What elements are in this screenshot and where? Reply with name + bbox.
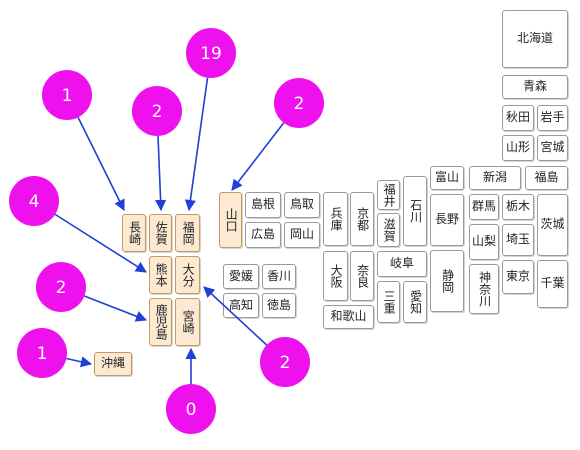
prefecture-yamaguchi[interactable]: 山口 (219, 192, 242, 248)
prefecture-gunma[interactable]: 群馬 (469, 194, 499, 220)
prefecture-shimane[interactable]: 島根 (245, 192, 281, 218)
prefecture-kochi[interactable]: 高知 (223, 293, 259, 318)
prefecture-yamanashi[interactable]: 山梨 (469, 224, 499, 260)
prefecture-fukushima[interactable]: 福島 (525, 166, 568, 190)
prefecture-ibaraki[interactable]: 茨城 (537, 194, 568, 256)
prefecture-tochigi[interactable]: 栃木 (502, 194, 534, 220)
prefecture-saga[interactable]: 佐賀 (149, 214, 172, 252)
prefecture-miyazaki[interactable]: 宮崎 (175, 298, 200, 346)
prefecture-chiba[interactable]: 千葉 (537, 260, 568, 308)
prefecture-kumamoto[interactable]: 熊本 (149, 256, 172, 294)
prefecture-kanagawa[interactable]: 神奈川 (469, 264, 499, 314)
prefecture-kyoto[interactable]: 京都 (350, 192, 374, 246)
prefecture-wakayama[interactable]: 和歌山 (323, 305, 374, 329)
prefecture-tokyo[interactable]: 東京 (502, 260, 534, 294)
prefecture-fukuoka[interactable]: 福岡 (175, 214, 200, 252)
prefecture-oita[interactable]: 大分 (175, 256, 200, 294)
prefecture-shizuoka[interactable]: 静岡 (430, 250, 464, 312)
prefecture-toyama[interactable]: 富山 (430, 166, 464, 190)
prefecture-hyogo[interactable]: 兵庫 (323, 192, 348, 246)
prefecture-kagoshima[interactable]: 鹿児島 (149, 298, 172, 346)
prefecture-ishikawa[interactable]: 石川 (403, 176, 427, 246)
prefecture-akita[interactable]: 秋田 (502, 105, 534, 131)
prefecture-hokkaido[interactable]: 北海道 (502, 10, 568, 68)
prefecture-yamagata[interactable]: 山形 (502, 135, 534, 161)
prefecture-osaka[interactable]: 大阪 (323, 251, 348, 301)
prefecture-kagawa[interactable]: 香川 (262, 264, 296, 289)
prefecture-iwate[interactable]: 岩手 (537, 105, 568, 131)
prefecture-aichi[interactable]: 愛知 (403, 281, 427, 323)
prefecture-niigata[interactable]: 新潟 (469, 166, 521, 190)
prefecture-saitama[interactable]: 埼玉 (502, 224, 534, 256)
prefecture-nagasaki[interactable]: 長崎 (122, 214, 146, 252)
prefecture-tottori[interactable]: 鳥取 (284, 192, 320, 218)
prefecture-gifu[interactable]: 岐阜 (377, 251, 427, 277)
prefecture-nara[interactable]: 奈良 (350, 251, 374, 301)
prefecture-tokushima[interactable]: 徳島 (262, 293, 296, 318)
prefecture-okayama[interactable]: 岡山 (284, 222, 320, 248)
prefecture-aomori[interactable]: 青森 (502, 75, 568, 99)
prefecture-nagano[interactable]: 長野 (430, 194, 464, 246)
prefecture-ehime[interactable]: 愛媛 (223, 264, 259, 289)
prefecture-okinawa[interactable]: 沖縄 (94, 352, 132, 376)
prefecture-fukui[interactable]: 福井 (377, 180, 400, 210)
prefecture-miyagi[interactable]: 宮城 (537, 135, 568, 161)
prefecture-mie[interactable]: 三重 (377, 281, 400, 323)
prefecture-hiroshima[interactable]: 広島 (245, 222, 281, 248)
prefecture-shiga[interactable]: 滋賀 (377, 213, 400, 247)
